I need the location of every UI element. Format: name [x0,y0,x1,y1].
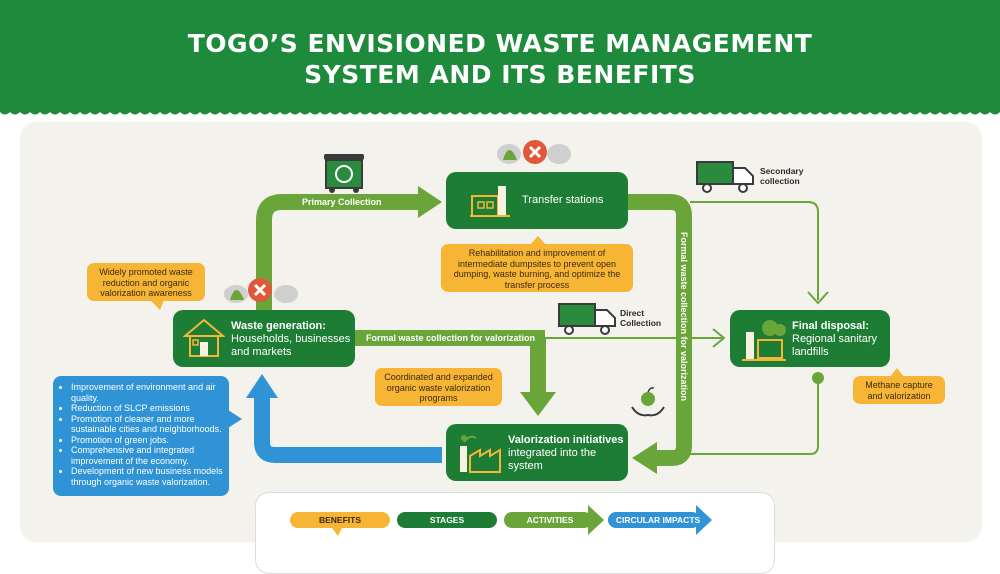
direct-collection-label: Direct Collection [620,308,662,328]
page-title: TOGO’S ENVISIONED WASTE MANAGEMENT SYSTE… [0,28,1000,90]
hands-apple-icon [631,387,665,417]
legend-circular-swatch [608,512,700,528]
legend-activities-swatch [504,512,592,528]
formal-vertical-arrow [628,194,692,466]
waste-generation-box: Waste generation: Households, businesses… [173,310,355,367]
truck-icon-direct [558,303,616,335]
transfer-stations-label: Transfer stations [522,194,604,206]
house-icon [183,318,225,357]
impact-item: Promotion of cleaner and more sustainabl… [71,414,223,435]
transfer-stations-box: Transfer stations [446,172,628,229]
circular-impacts-pointer [228,410,242,428]
formal-valorization-label: Formal waste collection for valorization [366,333,536,343]
secondary-collection-label: Secondary collection [760,166,804,186]
final-disposal-text: Final disposal: Regional sanitary landfi… [792,320,888,359]
title-line-1: TOGO’S ENVISIONED WASTE MANAGEMENT [187,29,813,58]
legend-benefits-swatch [290,512,390,528]
valorization-box: Valorization initiatives integrated into… [446,424,628,481]
primary-collection-arrow [256,194,420,315]
truck-icon-secondary [696,161,754,193]
circular-impact-arrowhead [246,374,278,398]
recycling-bin-icon [324,154,364,193]
header-band [0,0,1000,112]
legend-activities-label: ACTIVITIES [526,515,574,525]
secondary-collection-line [690,201,819,300]
impact-item: Improvement of environment and air quali… [71,382,223,403]
legend [255,492,775,574]
factory-icon [460,435,501,473]
impact-item: Reduction of SLCP emissions [71,403,223,414]
landfill-icon [742,320,786,361]
waste-generation-detail: Households, businesses and markets [231,333,351,358]
valorization-detail: integrated into the system [508,447,597,472]
awareness-note-pointer [150,300,164,310]
valorization-bold: Valorization initiatives [508,434,624,446]
legend-stages-label: STAGES [429,515,465,525]
impact-item: Promotion of green jobs. [71,435,223,446]
programs-note: Coordinated and expanded organic waste v… [375,368,502,406]
down-to-valorization-shaft [530,338,546,394]
circular-impacts-note: Improvement of environment and air quali… [53,376,229,496]
transfer-station-icon [470,186,510,217]
dumpsites-note-pointer [530,236,546,245]
final-disposal-box: Final disposal: Regional sanitary landfi… [730,310,890,367]
no-dumping-icon-left [224,278,298,303]
impact-item: Development of new business models throu… [71,466,223,487]
legend-stages-swatch [397,512,497,528]
formal-vertical-arrowhead [632,442,657,474]
circular-impacts-list: Improvement of environment and air quali… [53,376,229,493]
primary-collection-arrowhead [418,186,442,218]
methane-note-pointer [890,368,904,377]
methane-note: Methane capture and valorization [853,376,945,404]
header-scallop [0,108,1000,115]
final-disposal-detail: Regional sanitary landfills [792,333,877,358]
circular-impact-arrow [254,395,442,463]
awareness-note-text: Widely promoted waste reduction and orga… [99,267,193,298]
primary-collection-label: Primary Collection [302,197,382,207]
secondary-collection-arrowhead [807,291,829,305]
legend-benefits-label: BENEFITS [318,515,362,525]
formal-valorization-bar [355,330,545,346]
direct-collection-arrowhead [712,328,726,348]
impact-item: Comprehensive and integrated improvement… [71,445,223,466]
legend-circular-label: CIRCULAR IMPACTS [615,515,701,525]
dumpsites-note-text: Rehabilitation and improvement of interm… [453,248,621,290]
title-line-2: SYSTEM AND ITS BENEFITS [304,60,696,89]
final-disposal-bold: Final disposal: [792,320,870,332]
methane-note-text: Methane capture and valorization [865,380,933,401]
no-dumping-icon-top [497,140,571,164]
waste-generation-bold: Waste generation: [231,320,326,332]
dumpsites-note: Rehabilitation and improvement of interm… [441,244,633,292]
methane-return-line [655,378,819,455]
waste-generation-text: Waste generation: Households, businesses… [231,320,351,359]
awareness-note: Widely promoted waste reduction and orga… [87,263,205,301]
valorization-text: Valorization initiatives integrated into… [508,434,626,473]
down-to-valorization-arrowhead [520,392,556,416]
programs-note-text: Coordinated and expanded organic waste v… [384,372,493,403]
